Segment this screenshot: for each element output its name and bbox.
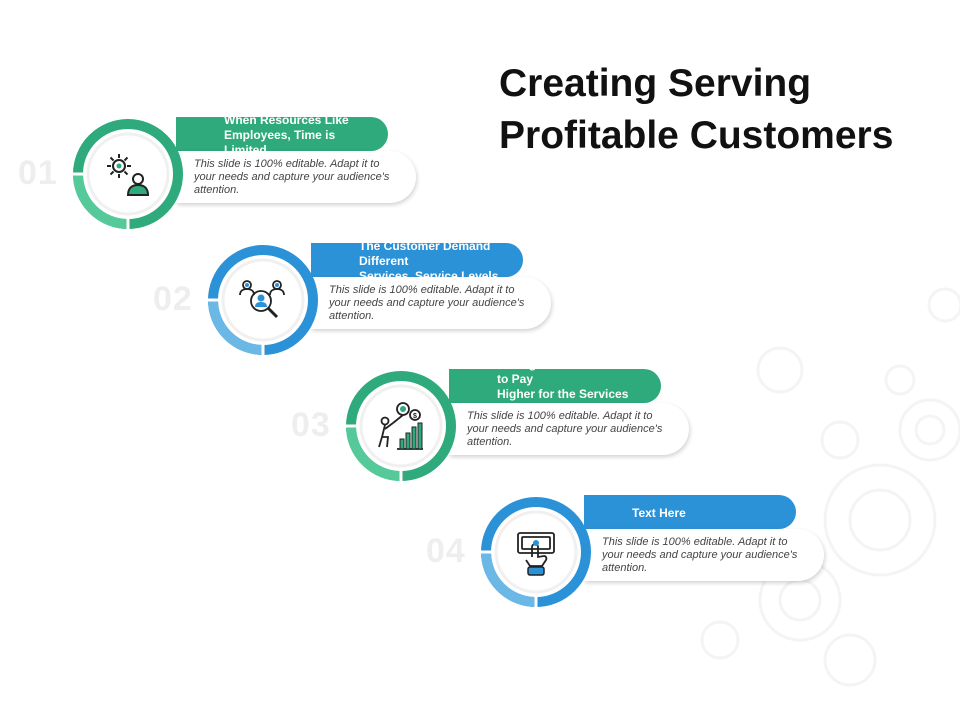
- step-number: 03: [291, 406, 331, 444]
- step-description-box: [176, 151, 416, 203]
- step-heading-pill: When Resources Like Employees, Time is L…: [176, 113, 388, 157]
- step-number: 04: [426, 532, 466, 570]
- step-description-box: [584, 529, 824, 581]
- step-04: 04 Text Here This slide is 100% editable…: [418, 494, 858, 614]
- gear-user-icon: [107, 154, 150, 196]
- step-ring: [480, 497, 591, 608]
- svg-text:$: $: [413, 413, 417, 420]
- step-heading-pill: The Customer Demand Different Services, …: [311, 239, 523, 283]
- step-heading: When Resources Like Employees, Time is L…: [224, 112, 349, 157]
- step-number: 02: [153, 280, 193, 318]
- hand-money-icon: [517, 532, 555, 576]
- step-number: 01: [18, 154, 58, 192]
- step-description: This slide is 100% editable. Adapt it to…: [194, 158, 390, 196]
- step-heading-pill: Willingness of Customers to Pay Higher f…: [449, 357, 661, 416]
- slide-title: Creating Serving Profitable Customers: [499, 62, 894, 157]
- step-description: This slide is 100% editable. Adapt it to…: [329, 284, 525, 322]
- step-description: This slide is 100% editable. Adapt it to…: [467, 410, 663, 448]
- step-description-box: [311, 277, 551, 329]
- step-description: This slide is 100% editable. Adapt it to…: [602, 536, 798, 574]
- user-search-network-icon: [239, 280, 285, 319]
- step-heading: Text Here: [632, 505, 686, 520]
- step-03: 03 Willingness of Customers to Pay Highe…: [283, 357, 723, 488]
- step-heading-pill: Text Here: [584, 495, 796, 529]
- step-description-box: [449, 403, 689, 455]
- step-01: 01 When Resources Like Employees, Time i…: [10, 113, 450, 236]
- step-02: 02 The Customer Demand Different Service…: [145, 239, 585, 362]
- person-growth-chart-icon: $: [378, 402, 423, 450]
